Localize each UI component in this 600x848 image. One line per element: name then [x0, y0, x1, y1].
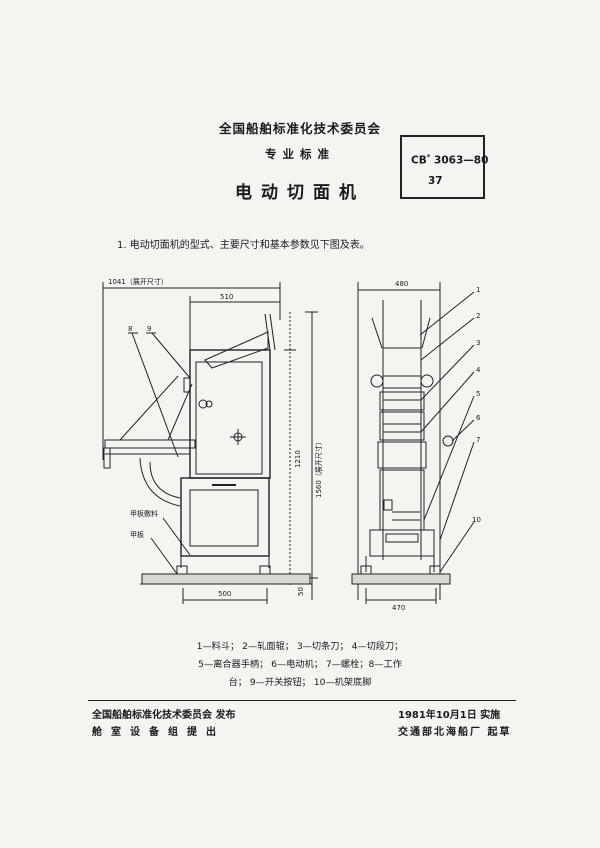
standard-code: CB* 3063—80 — [411, 153, 489, 167]
callout-9: 9 — [147, 325, 151, 333]
rollers — [382, 347, 422, 377]
callout-2: 2 — [476, 312, 480, 320]
callout-3: 3 — [476, 339, 480, 347]
callout-8: 8 — [128, 325, 132, 333]
footer-drafter: 交通部北海船厂 起草 — [398, 727, 512, 738]
feed-plank — [104, 439, 196, 449]
deck-label: 甲板 — [130, 530, 144, 539]
dim-510-label: 510 — [220, 293, 233, 301]
dim-1041-label: 1041（展开尺寸） — [108, 277, 168, 286]
cutter — [379, 391, 425, 411]
dim-1560-label: 1560（展开尺寸） — [314, 438, 323, 498]
standard-code-box: CB* 3063—80 37 — [400, 135, 489, 199]
dim-1210-label: 1210 — [294, 450, 302, 468]
dim-500-label: 500 — [218, 590, 231, 598]
dim-480-label: 480 — [395, 280, 408, 288]
leader-9 — [151, 332, 191, 379]
footer-publisher: 全国船舶标准化技术委员会 发布 — [92, 710, 236, 721]
callout-5: 5 — [476, 390, 480, 398]
parts-legend-line-1: 1—料斗； 2—轧面辊； 3—切条刀； 4—切段刀； — [196, 641, 404, 652]
deck-covering-label: 甲板敷料 — [130, 509, 158, 518]
dim-50-label: 50 — [297, 587, 305, 596]
parts-legend-line-2: 5—离合器手柄； 6—电动机； 7—螺栓；8—工作 — [198, 659, 402, 670]
issuing-committee: 全国船舶标准化技术委员会 — [218, 121, 381, 136]
footer-effective-date: 1981年10月1日 实施 — [398, 710, 501, 721]
parts-legend-line-3: 台； 9—开关按钮； 10—机架底脚 — [228, 677, 372, 688]
lower-cabinet — [180, 477, 270, 557]
intro-paragraph: 1. 电动切面机的型式、主要尺寸和基本参数见下图及表。 — [117, 240, 370, 251]
document-title: 电动切面机 — [235, 183, 365, 203]
deck-floor-front — [351, 573, 451, 585]
hopper-chute — [204, 331, 269, 369]
dim-470-label: 470 — [392, 604, 405, 612]
standard-type: 专业标准 — [265, 147, 335, 161]
callout-1: 1 — [476, 286, 480, 294]
footer-proposer: 舱室设备组提出 — [92, 727, 225, 738]
callout-10: 10 — [472, 516, 481, 524]
leader-8 — [131, 332, 179, 458]
callout-6: 6 — [476, 414, 481, 422]
standard-subcode: 37 — [428, 175, 443, 187]
deck-floor-side — [141, 573, 311, 585]
upper-cabinet — [189, 349, 271, 479]
callout-4: 4 — [476, 366, 481, 374]
footer-divider — [88, 700, 516, 701]
callout-7: 7 — [476, 436, 480, 444]
